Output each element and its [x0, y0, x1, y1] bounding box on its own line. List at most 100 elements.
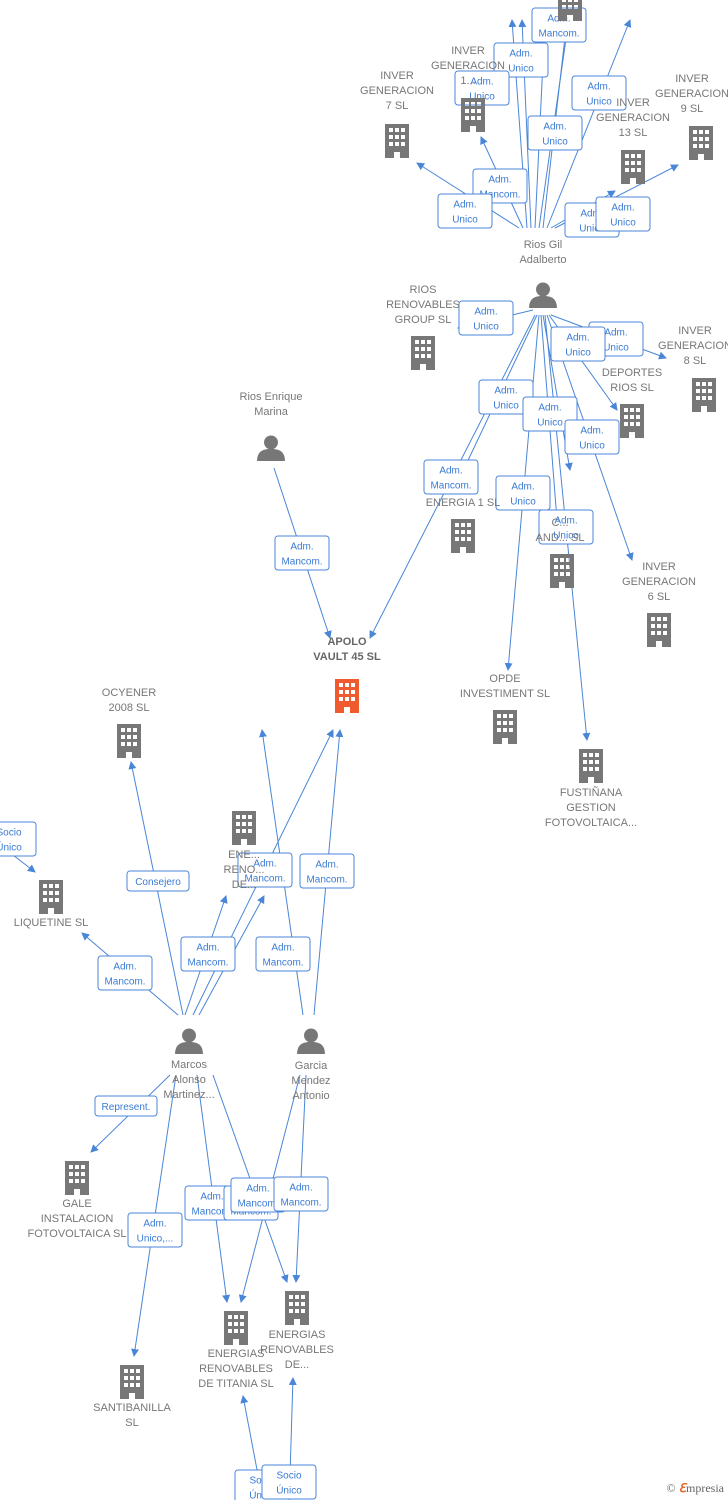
role-badge-14[interactable]: Adm.Unico [564, 419, 620, 455]
role-badge-9[interactable]: Adm. Unico [458, 300, 514, 336]
node-label: Rios Enrique [240, 391, 303, 403]
node-label: Rios Gil [524, 239, 563, 251]
node-label: INSTALACION [41, 1213, 114, 1225]
badge-box [299, 853, 355, 889]
empresia-logo[interactable]: © ℇmpresia [667, 1481, 725, 1496]
node-label: RENO... [224, 864, 265, 876]
company-node-energias_de[interactable]: ENERGIASRENOVABLESDE... [260, 1291, 334, 1371]
role-badge-15[interactable]: Adm.Mancom. [423, 459, 479, 495]
role-badge-13[interactable]: Adm.Unico [522, 396, 578, 432]
role-badge-16[interactable]: Adm.Unico [495, 475, 551, 511]
badge-text: Mancom. [244, 874, 285, 885]
building-icon [39, 880, 63, 914]
badge-text: Unico [610, 218, 636, 229]
badge-text: Adm. [474, 307, 497, 318]
badge-box [538, 509, 594, 545]
node-label: LIQUETINE SL [14, 917, 89, 929]
company-node-ener_reno[interactable]: ENE...RENO...DE... [224, 811, 265, 891]
building-icon [117, 724, 141, 758]
node-label: AND... SL [536, 532, 585, 544]
role-badge-25[interactable]: Adm.Mancom. [97, 955, 153, 991]
badge-text: Mancom. [538, 29, 579, 40]
role-badge-6[interactable]: Adm.Unico [437, 193, 493, 229]
badge-text: Unico [542, 137, 568, 148]
building-icon [621, 150, 645, 184]
role-badge-8[interactable]: Adm.Unico [595, 196, 651, 232]
node-label: APOLO [327, 636, 367, 648]
building-icon [411, 336, 435, 370]
role-badge-27[interactable]: Adm.Unico,... [127, 1212, 183, 1248]
role-badge-3[interactable]: Adm.Unico [571, 75, 627, 111]
node-label: RIOS [410, 284, 437, 296]
badge-box [273, 1176, 329, 1212]
role-badge-24[interactable]: Adm.Mancom. [255, 936, 311, 972]
badge-text: Consejero [135, 877, 181, 888]
building-icon [335, 679, 359, 713]
node-label: RIOS SL [610, 382, 653, 394]
badge-text: Adm. [566, 333, 589, 344]
role-badge-20[interactable]: Consejero [126, 870, 190, 892]
badge-text: Mancom. [104, 977, 145, 988]
brand-name: mpresia [686, 1481, 724, 1495]
badge-text: Único [276, 1484, 302, 1497]
badge-text: Unico [603, 343, 629, 354]
node-label: RENOVABLES [199, 1363, 273, 1375]
badge-text: Adm. [538, 403, 561, 414]
role-badge-4[interactable]: Adm.Unico [527, 115, 583, 151]
role-badge-17[interactable]: Adm.Unico [538, 509, 594, 545]
person-node-marcos[interactable]: MarcosAlonsoMartinez... [163, 1028, 215, 1101]
brand-initial: ℇ [678, 1481, 686, 1495]
building-icon [451, 519, 475, 553]
badge-text: Unico [473, 322, 499, 333]
badge-text: Adm. [253, 859, 276, 870]
company-node-fusti[interactable]: FUSTIÑANAGESTIONFOTOVOLTAICA... [545, 749, 637, 829]
node-label: GENERACION [360, 85, 434, 97]
role-badge-21[interactable]: Adm. Mancom. [237, 852, 293, 888]
node-label: ENE... [228, 849, 260, 861]
node-label: DEPORTES [602, 367, 662, 379]
company-node-deportes[interactable]: DEPORTES RIOS SL [602, 367, 662, 438]
badge-text: Unico [469, 92, 495, 103]
badge-text: Adm. [289, 1183, 312, 1194]
role-badge-26[interactable]: Represent. [94, 1095, 158, 1117]
role-badge-31[interactable]: Adm.Mancom. [273, 1176, 329, 1212]
node-label: GENERACION [596, 112, 670, 124]
node-label: ENERGIA 1 SL [426, 497, 501, 509]
role-badge-1[interactable]: Adm.Unico [493, 42, 549, 78]
role-badge-11[interactable]: Adm.Unico [550, 326, 606, 362]
badge-text: Unico,... [137, 1234, 174, 1245]
company-node-liquetine[interactable]: LIQUETINE SL [14, 880, 89, 929]
company-node-inv1x[interactable]: INVERGENERACION1... [431, 45, 505, 132]
node-label: GALE [62, 1198, 91, 1210]
role-badge-22[interactable]: Adm.Mancom. [299, 853, 355, 889]
role-badge-18[interactable]: Adm.Mancom. [274, 535, 330, 571]
badge-text: Unico [493, 401, 519, 412]
company-node-andsl[interactable]: C...AND... SL [536, 517, 585, 588]
badge-text: Adm. [554, 516, 577, 527]
company-node-energia1[interactable]: ENERGIA 1 SL [426, 497, 501, 553]
node-label: DE TITANIA SL [198, 1378, 273, 1390]
badge-text: Mancom. [191, 1207, 232, 1218]
badge-text: Unico [510, 497, 536, 508]
role-badge-23[interactable]: Adm.Mancom. [180, 936, 236, 972]
node-label: DE... [285, 1359, 309, 1371]
node-label: 9 SL [681, 103, 704, 115]
